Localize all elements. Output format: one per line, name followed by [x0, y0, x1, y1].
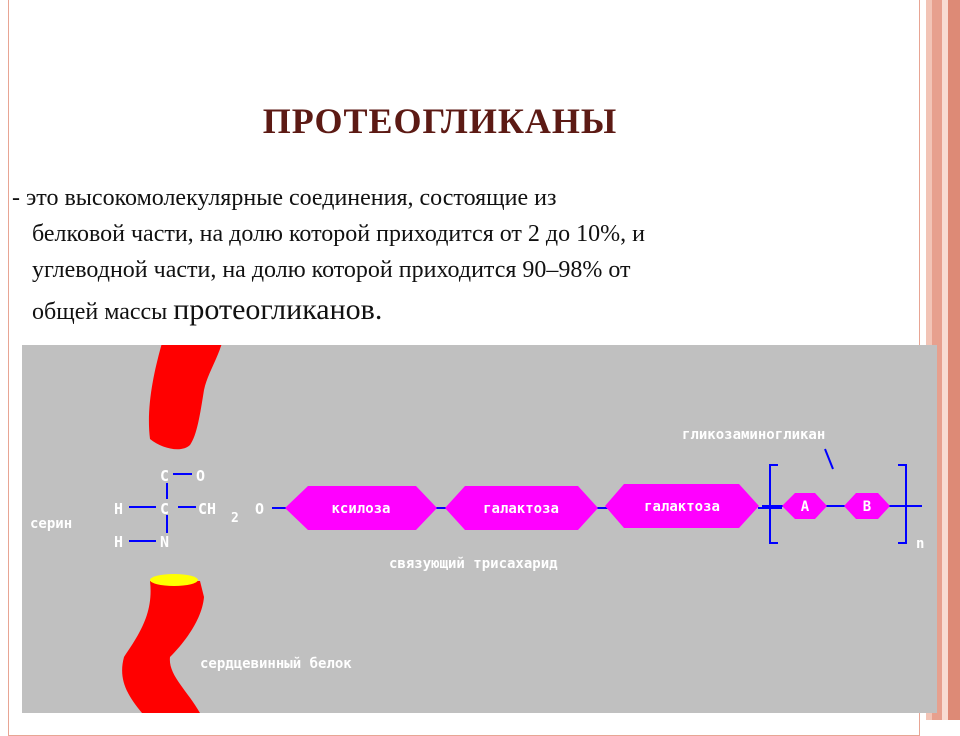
label-xylose: ксилоза — [331, 501, 390, 517]
repeat-bracket-left — [769, 464, 778, 544]
protein-cap — [150, 574, 198, 586]
diagram-svg: C O H C CH 2 O H N ксилоза галактоза гал… — [30, 345, 924, 713]
stripe — [942, 0, 948, 720]
label-a: A — [801, 499, 810, 515]
atom-c-top: C — [160, 467, 169, 485]
atom-c-mid: C — [160, 500, 169, 518]
atom-subscript-2: 2 — [231, 511, 239, 526]
definition-line-1-text: это высокомолекулярные соединения, состо… — [26, 185, 557, 211]
label-galactose-2: галактоза — [644, 499, 720, 515]
atom-h-mid: H — [114, 500, 123, 518]
sugar-xylose — [285, 486, 437, 530]
sugar-galactose-1 — [445, 486, 598, 530]
core-protein-lower — [122, 581, 204, 713]
label-linking-trisaccharide: связующий трисахарид — [389, 556, 558, 572]
definition-line-4: общей массы протеогликанов. — [12, 292, 932, 330]
stripe — [932, 0, 942, 720]
label-repeat-n: n — [916, 536, 924, 552]
label-serine: серин — [30, 516, 72, 532]
atom-h-low: H — [114, 533, 123, 551]
sugar-a — [782, 493, 827, 519]
definition-line-2: белковой части, на долю которой приходит… — [32, 221, 645, 247]
gag-pointer — [824, 448, 834, 470]
atom-ch: CH — [198, 500, 216, 518]
label-b: B — [863, 499, 871, 515]
definition-emphasis: протеогликанов. — [173, 293, 383, 326]
definition-line-1: - это высокомолекулярные соединения, сос… — [12, 180, 932, 216]
label-galactose-1: галактоза — [483, 501, 559, 517]
core-protein-upper — [148, 345, 222, 450]
sugar-b — [844, 493, 890, 519]
definition-text: - это высокомолекулярные соединения, сос… — [12, 180, 932, 330]
atom-o-link: O — [255, 500, 264, 518]
definition-line-4-text: общей массы — [32, 299, 174, 325]
sugar-galactose-2 — [605, 484, 759, 528]
page-title: ПРОТЕОГЛИКАНЫ — [262, 101, 618, 141]
label-glycosaminoglycan: гликозаминогликан — [682, 427, 825, 443]
repeat-bracket-right — [898, 464, 907, 544]
stripe — [948, 0, 960, 720]
bullet-dash: - — [12, 185, 20, 211]
atom-n-low: N — [160, 533, 169, 551]
label-core-protein: сердцевинный белок — [200, 656, 352, 672]
proteoglycan-diagram: C O H C CH 2 O H N ксилоза галактоза гал… — [22, 345, 937, 713]
atom-o-top: O — [196, 467, 205, 485]
definition-line-3: углеводной части, на долю которой приход… — [32, 257, 631, 283]
